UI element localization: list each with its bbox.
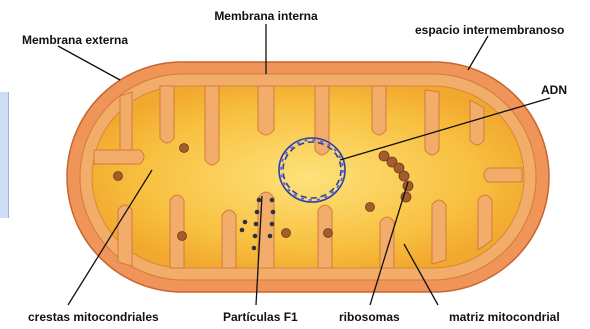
- leader-membrana-externa: [58, 46, 120, 80]
- f1-particle: [254, 222, 259, 227]
- crista: [484, 168, 522, 182]
- f1-particle: [257, 198, 262, 203]
- leader-espacio-intermembranoso: [468, 36, 488, 70]
- label-ribosomas: ribosomas: [339, 310, 400, 324]
- crista: [372, 86, 386, 135]
- label-espacio-intermembranoso: espacio intermembranoso: [415, 23, 564, 37]
- f1-particle: [268, 234, 273, 239]
- label-adn: ADN: [541, 83, 567, 97]
- ribosome: [114, 172, 123, 181]
- ribosome: [282, 229, 291, 238]
- ribosome: [366, 203, 375, 212]
- crista: [205, 86, 219, 165]
- f1-particle: [253, 234, 258, 239]
- f1-particle: [271, 210, 276, 215]
- crista: [94, 150, 144, 164]
- ribosome: [399, 171, 409, 181]
- crista: [425, 90, 439, 155]
- crista: [432, 200, 446, 264]
- label-particulas-f1: Partículas F1: [223, 310, 298, 324]
- crista: [315, 86, 329, 155]
- crista: [470, 100, 484, 145]
- f1-particle: [240, 228, 245, 233]
- label-membrana-interna: Membrana interna: [214, 9, 318, 23]
- f1-particle: [270, 198, 275, 203]
- crista: [120, 92, 132, 155]
- f1-particle: [255, 210, 260, 215]
- f1-particle: [270, 222, 275, 227]
- label-matriz-mitocondrial: matriz mitocondrial: [449, 310, 560, 324]
- crista: [478, 195, 492, 250]
- ribosome: [178, 232, 187, 241]
- ribosome: [180, 144, 189, 153]
- ribosome: [324, 229, 333, 238]
- crista: [222, 210, 236, 268]
- f1-particle: [252, 246, 257, 251]
- label-crestas-mitocondriales: crestas mitocondriales: [28, 310, 159, 324]
- crista: [160, 86, 174, 143]
- f1-particle: [243, 220, 248, 225]
- crista: [380, 217, 394, 268]
- crista: [258, 86, 274, 135]
- mitochondrial-matrix: [92, 86, 524, 268]
- label-membrana-externa: Membrana externa: [22, 33, 128, 47]
